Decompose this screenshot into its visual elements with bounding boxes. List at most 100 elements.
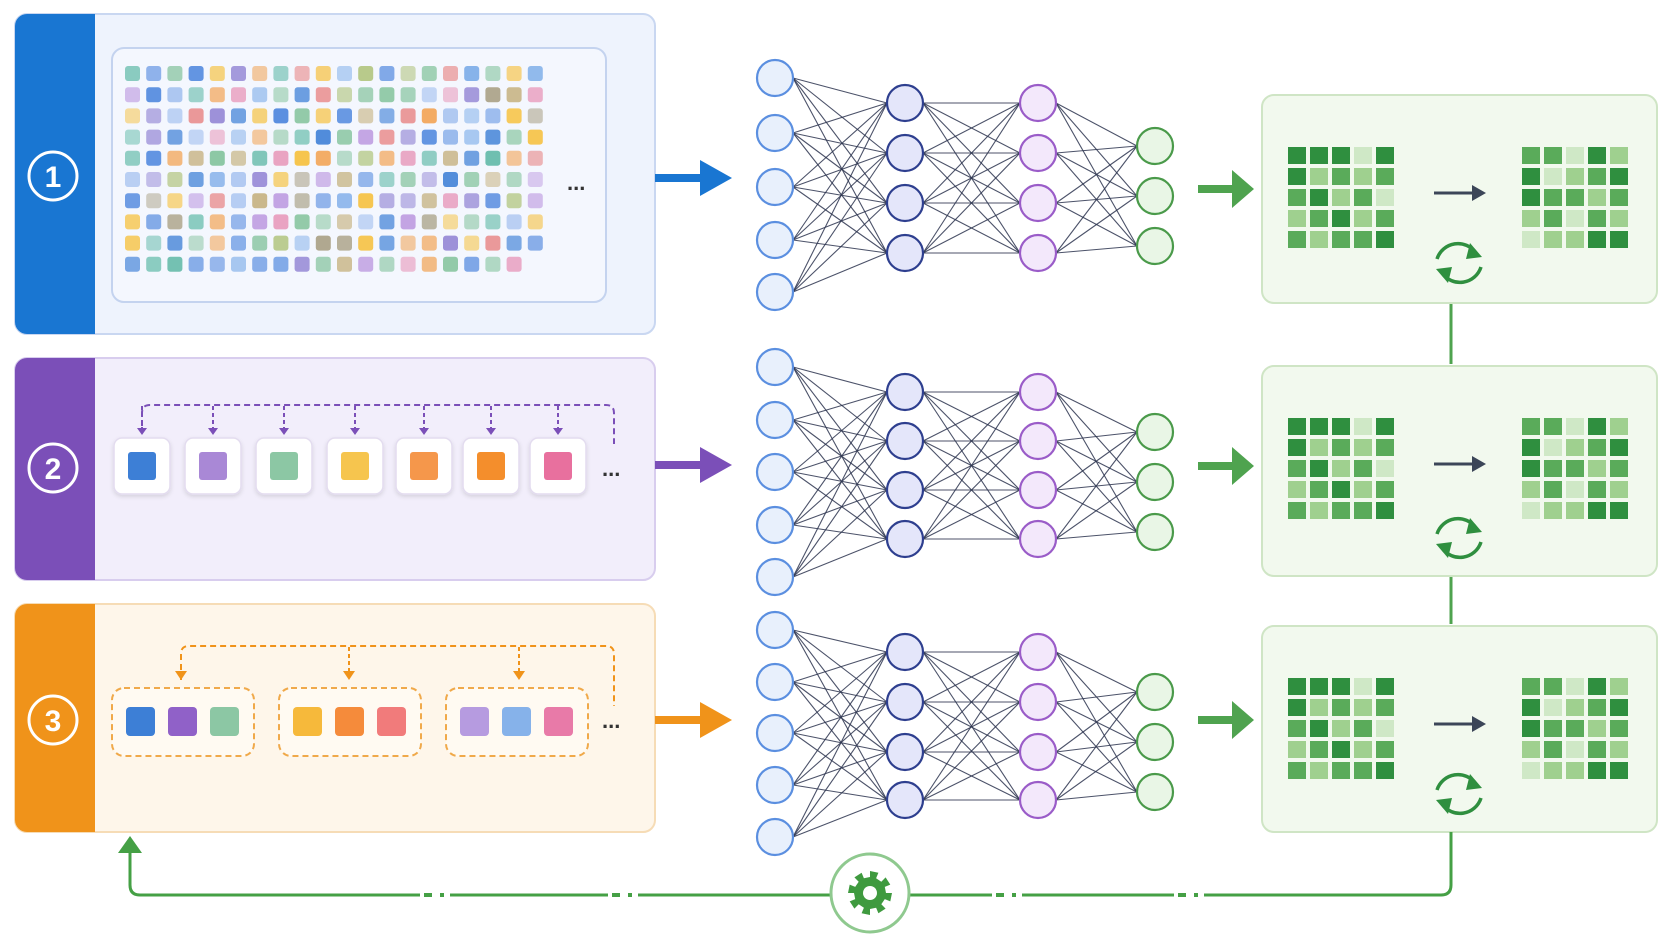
grid-cell (527, 108, 543, 124)
grid-cell (337, 66, 352, 81)
matrix-cell (1588, 147, 1606, 164)
input-node (755, 113, 795, 153)
network-edge (792, 732, 888, 753)
grid-cell (231, 87, 246, 103)
network-edge (792, 186, 888, 204)
matrix-cell (1354, 210, 1372, 227)
network-edge (922, 751, 1021, 801)
group-item-square (210, 707, 239, 736)
network-edge (1055, 691, 1138, 801)
network-edge (792, 751, 888, 786)
grid-cell (485, 193, 501, 209)
network-edge (922, 651, 1021, 703)
grid-cell (400, 129, 416, 145)
grid-cell (337, 150, 352, 166)
network-edge (922, 651, 1021, 801)
matrix-after (1522, 147, 1628, 248)
output-node (1135, 226, 1175, 266)
grid-cell (209, 172, 225, 187)
network-edge (1055, 245, 1138, 254)
grid-cell (464, 87, 480, 103)
network-edge (792, 102, 888, 241)
network-edge (792, 440, 888, 578)
grid-cell (294, 129, 310, 145)
network-edge (792, 751, 888, 838)
grid-cell (337, 129, 352, 145)
matrix-cell (1332, 189, 1350, 206)
arrow-up-icon (118, 836, 142, 853)
matrix-cell (1544, 168, 1562, 185)
network-edge (792, 132, 888, 154)
grid-cell (167, 66, 183, 81)
grid-cell (485, 87, 501, 103)
matrix-cell (1310, 147, 1328, 164)
matrix-cell (1566, 231, 1584, 248)
network-edge (792, 132, 888, 254)
matrix-cell (1544, 189, 1562, 206)
data-grid (125, 66, 543, 272)
grid-cell (443, 193, 458, 209)
network-edge (792, 239, 888, 254)
matrix-cell (1332, 720, 1350, 737)
matrix-cell (1310, 720, 1328, 737)
grid-cell (167, 108, 183, 124)
matrix-cell (1522, 418, 1540, 435)
panel-3-number: 3 (45, 705, 62, 738)
grid-cell (358, 66, 374, 81)
item-square (410, 452, 438, 480)
grid-cell (379, 129, 395, 145)
hidden1-node (885, 233, 925, 273)
matrix-cell (1522, 460, 1540, 477)
input-node (755, 452, 795, 492)
network-edge (1055, 145, 1138, 204)
grid-cell (167, 235, 183, 251)
network-edge (792, 440, 888, 473)
matrix-cell (1376, 147, 1394, 164)
hidden2-node (1018, 780, 1058, 820)
grid-cell (421, 108, 437, 124)
hidden2-node (1018, 83, 1058, 123)
grid-cell (464, 66, 480, 81)
panel-1: 1 ... (14, 13, 656, 335)
network-edge (792, 102, 888, 293)
grid-cell (273, 193, 289, 209)
grid-cell (337, 193, 352, 209)
grid-cell (167, 172, 183, 187)
hidden2-node (1018, 372, 1058, 412)
panel-3-dashed-connector (180, 645, 615, 706)
matrix-cell (1288, 189, 1306, 206)
grid-cell (146, 193, 162, 209)
arrow-down-icon (513, 671, 525, 680)
grid-cell (315, 193, 331, 209)
network-edge (1055, 145, 1138, 254)
matrix-cell (1588, 699, 1606, 716)
panel-3-accent (15, 604, 95, 832)
matrix-before (1288, 678, 1394, 779)
grid-cell (273, 256, 289, 272)
hidden1-node (885, 780, 925, 820)
grid-cell (337, 256, 352, 272)
matrix-cell (1376, 741, 1394, 758)
network-edge (792, 366, 888, 540)
hidden1-node (885, 519, 925, 559)
arrow-right-icon (1434, 456, 1486, 472)
network-edge (792, 784, 888, 801)
matrix-cell (1310, 210, 1328, 227)
network-edge (1055, 791, 1138, 801)
grid-cell (421, 66, 437, 81)
grid-cell (506, 235, 522, 251)
input-node (755, 505, 795, 545)
hidden2-node (1018, 183, 1058, 223)
grid-cell (125, 172, 140, 187)
grid-cell (400, 193, 416, 209)
hidden2-node (1018, 632, 1058, 672)
matrix-cell (1354, 168, 1372, 185)
arrow-down-icon (137, 428, 147, 435)
grid-cell (337, 87, 352, 103)
network-edge (792, 419, 888, 442)
grid-cell (231, 66, 246, 81)
input-node (755, 765, 795, 805)
output-node (1135, 722, 1175, 762)
matrix-cell (1288, 678, 1306, 695)
hidden1-node (885, 421, 925, 461)
